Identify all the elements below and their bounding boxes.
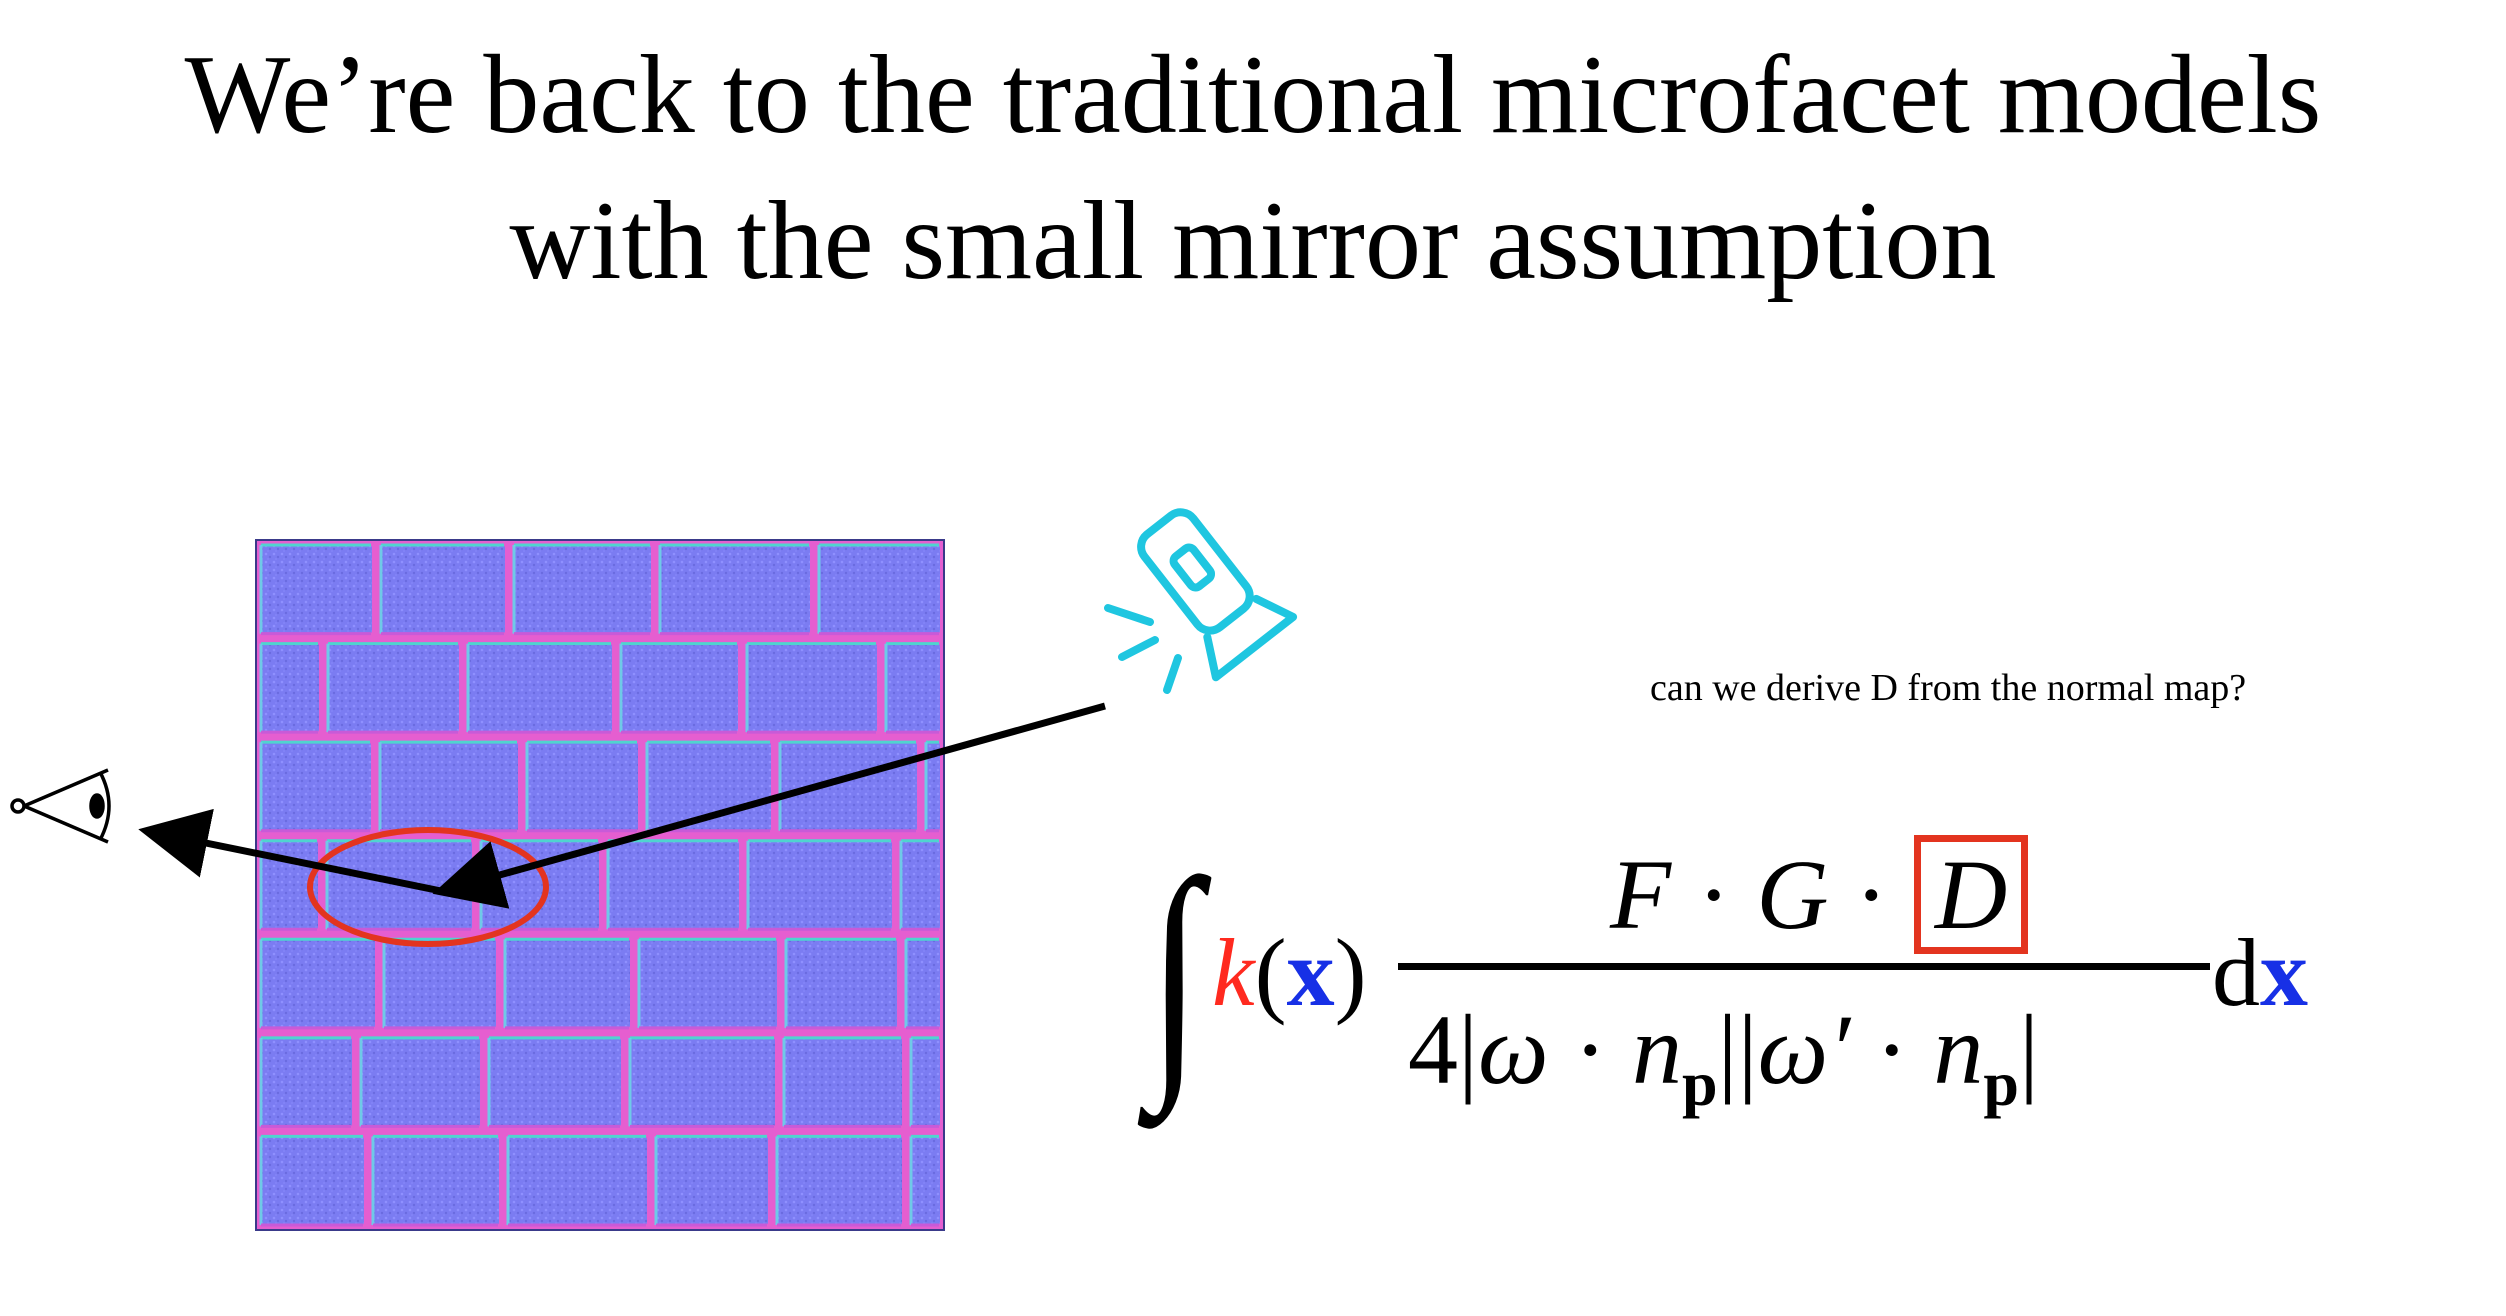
close-paren: ) [1334,919,1367,1026]
dot-2: · [1854,839,1888,950]
brick [659,544,810,635]
d-differential: d [2212,919,2260,1026]
brick [260,1036,352,1128]
brick [885,642,940,734]
brick [747,839,892,931]
open-paren: ( [1254,919,1287,1026]
four-symbol: 4 [1408,994,1458,1105]
brick [383,938,496,1029]
brick [513,544,651,635]
brick [910,1036,940,1128]
brick [260,544,372,635]
reflected-view-arrow [138,808,447,896]
brick [360,1036,480,1128]
brick [607,839,739,931]
omega-prime-symbol: ω′ [1757,994,1851,1105]
slide-title: We’re back to the traditional microfacet… [0,22,2506,314]
d-highlight-box: D [1913,835,2029,954]
n-symbol-2: n [1933,994,1984,1105]
brick [900,839,940,931]
brick [818,544,940,635]
incoming-light-arrow [432,702,1106,909]
brick [327,642,459,734]
abs-bar-1: | [1458,994,1479,1105]
brick [776,1135,902,1226]
brick [507,1135,647,1226]
p-subscript-1: p [1681,1048,1718,1119]
abs-bar-4: | [2019,994,2040,1105]
brick [638,938,777,1029]
highlight-ellipse [307,827,549,947]
brick [260,1135,364,1226]
x-symbol: x [1286,919,1335,1026]
eye-icon [10,768,111,844]
dot-1: · [1697,839,1731,950]
normal-map-texture [255,539,945,1231]
brick-grid [259,543,940,1227]
kernel-term: k(x) [1212,925,1367,1021]
k-symbol: k [1212,919,1255,1026]
brick [372,1135,499,1226]
brick [488,1036,621,1128]
n-symbol-1: n [1631,994,1682,1105]
brick [655,1135,768,1226]
dot-3: · [1573,994,1607,1105]
p-subscript-2: p [1983,1048,2019,1119]
question-text: can we derive D from the normal map? [1650,667,2247,709]
omega-symbol: ω [1478,994,1549,1105]
d-symbol: D [1934,839,2008,950]
x-differential: x [2260,919,2308,1026]
brick [480,839,599,931]
fraction-bar [1398,963,2210,970]
brick [620,642,738,734]
differential-term: dx [2212,925,2308,1021]
abs-bar-3: | [1737,994,1758,1105]
integral-sign: ∫ [1148,828,1202,1116]
brick [467,642,612,734]
f-symbol: F [1610,839,1672,950]
title-line-2: with the small mirror assumption [509,179,1997,303]
fraction-denominator: 4|ω · np||ω′ · np| [1408,1000,2039,1116]
brick [910,1135,940,1226]
g-symbol: G [1756,839,1829,950]
fraction-numerator: F·G·D [1610,835,2029,954]
brick [260,642,319,734]
brick [779,741,917,832]
brick [905,938,940,1029]
brick [526,741,638,832]
brick [785,938,897,1029]
brick [260,938,375,1029]
brick [783,1036,902,1128]
brick [746,642,877,734]
flashlight-icon [1104,508,1298,694]
brick [629,1036,775,1128]
title-line-1: We’re back to the traditional microfacet… [184,33,2322,157]
brick [379,741,518,832]
brick [504,938,630,1029]
abs-bar-2: | [1717,994,1738,1105]
brick [260,741,371,832]
brick [380,544,505,635]
dot-4: · [1875,994,1909,1105]
brick [925,741,940,832]
